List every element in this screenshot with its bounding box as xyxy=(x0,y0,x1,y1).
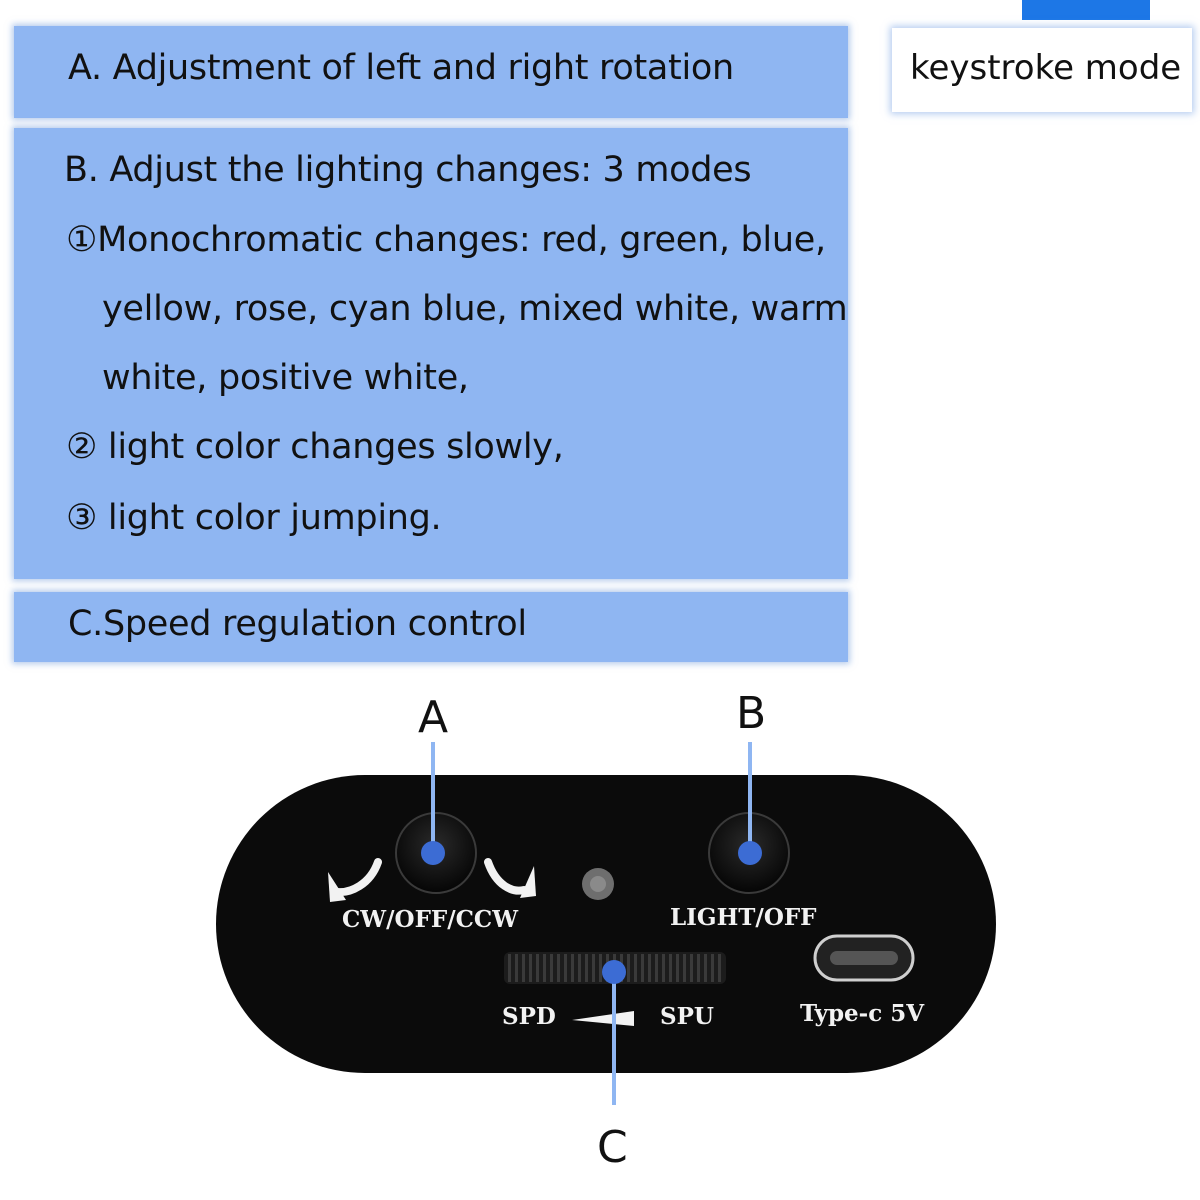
panel-speed-text: C.Speed regulation control xyxy=(68,604,527,644)
lighting-mode-1: ①Monochromatic changes: red, green, blue… xyxy=(66,220,826,260)
lighting-mode-3: ③ light color jumping. xyxy=(66,498,442,538)
wheel-rib xyxy=(571,954,574,982)
wheel-rib xyxy=(543,954,546,982)
lighting-mode-2: ② light color changes slowly, xyxy=(66,427,564,467)
panel-lighting: B. Adjust the lighting changes: 3 modes … xyxy=(14,128,848,579)
wheel-rib xyxy=(641,954,644,982)
wheel-rib xyxy=(536,954,539,982)
wheel-rib xyxy=(704,954,707,982)
light-label: LIGHT/OFF xyxy=(670,904,817,931)
keystroke-mode-box: keystroke mode xyxy=(892,28,1192,112)
port-label: Type-c 5V xyxy=(800,1000,925,1027)
speed-wedge-icon xyxy=(572,1011,634,1026)
wheel-rib xyxy=(557,954,560,982)
callout-letter-a: A xyxy=(418,692,449,743)
wheel-rib xyxy=(578,954,581,982)
wheel-rib xyxy=(662,954,665,982)
usb-c-port xyxy=(813,934,915,982)
callout-letter-c: C xyxy=(597,1122,628,1173)
wheel-rib xyxy=(683,954,686,982)
wheel-rib xyxy=(515,954,518,982)
wheel-rib xyxy=(529,954,532,982)
ccw-arrow-icon xyxy=(484,858,536,898)
lighting-heading: B. Adjust the lighting changes: 3 modes xyxy=(64,150,752,190)
rotation-label: CW/OFF/CCW xyxy=(342,906,519,933)
wheel-rib xyxy=(655,954,658,982)
callout-letter-b: B xyxy=(736,688,767,739)
wheel-rib xyxy=(669,954,672,982)
wheel-rib xyxy=(676,954,679,982)
wheel-rib xyxy=(627,954,630,982)
wheel-rib xyxy=(550,954,553,982)
lighting-mode-1-cont-1: yellow, rose, cyan blue, mixed white, wa… xyxy=(102,289,848,329)
wheel-rib xyxy=(585,954,588,982)
wheel-rib xyxy=(634,954,637,982)
panel-rotation: A. Adjustment of left and right rotation xyxy=(14,26,848,118)
wheel-rib xyxy=(697,954,700,982)
keystroke-mode-label: keystroke mode xyxy=(910,48,1182,88)
callout-dot-a xyxy=(421,841,445,865)
accent-tab xyxy=(1022,0,1150,20)
wheel-rib xyxy=(599,954,602,982)
wheel-rib xyxy=(648,954,651,982)
speed-down-label: SPD xyxy=(502,1003,556,1030)
wheel-rib xyxy=(508,954,511,982)
callout-dot-c xyxy=(602,960,626,984)
wheel-rib xyxy=(522,954,525,982)
speed-up-label: SPU xyxy=(660,1003,714,1030)
panel-rotation-text: A. Adjustment of left and right rotation xyxy=(68,48,734,88)
wheel-rib xyxy=(592,954,595,982)
panel-speed: C.Speed regulation control xyxy=(14,592,848,662)
wheel-rib xyxy=(564,954,567,982)
wheel-rib xyxy=(711,954,714,982)
lighting-mode-1-cont-2: white, positive white, xyxy=(102,358,469,398)
callout-dot-b xyxy=(738,841,762,865)
device-body xyxy=(216,775,996,1073)
cw-arrow-icon xyxy=(328,858,382,902)
wheel-rib xyxy=(690,954,693,982)
wheel-rib xyxy=(718,954,721,982)
